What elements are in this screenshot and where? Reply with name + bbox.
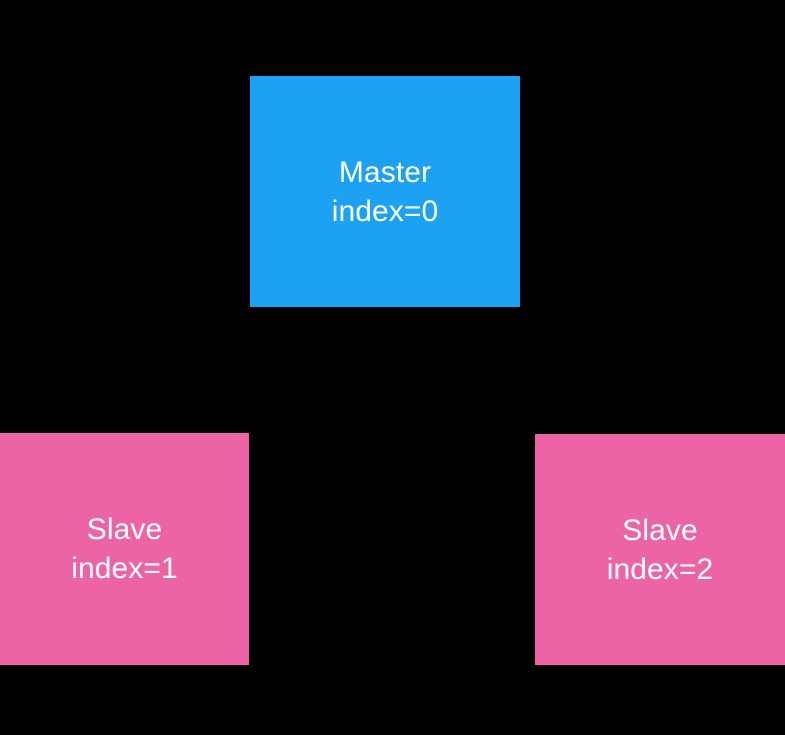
node-slave-2-role-label: Slave xyxy=(622,513,698,547)
node-slave-1[interactable]: Slave index=1 xyxy=(0,433,249,665)
node-master[interactable]: Master index=0 xyxy=(250,76,520,307)
node-master-role-label: Master xyxy=(338,155,432,189)
node-slave-2-index-label: index=2 xyxy=(606,552,714,586)
node-slave-1-role-label: Slave xyxy=(86,513,163,546)
node-master-index-label: index=0 xyxy=(331,194,439,228)
node-slave-2[interactable]: Slave index=2 xyxy=(535,434,785,665)
node-slave-1-index-label: index=1 xyxy=(71,552,178,585)
